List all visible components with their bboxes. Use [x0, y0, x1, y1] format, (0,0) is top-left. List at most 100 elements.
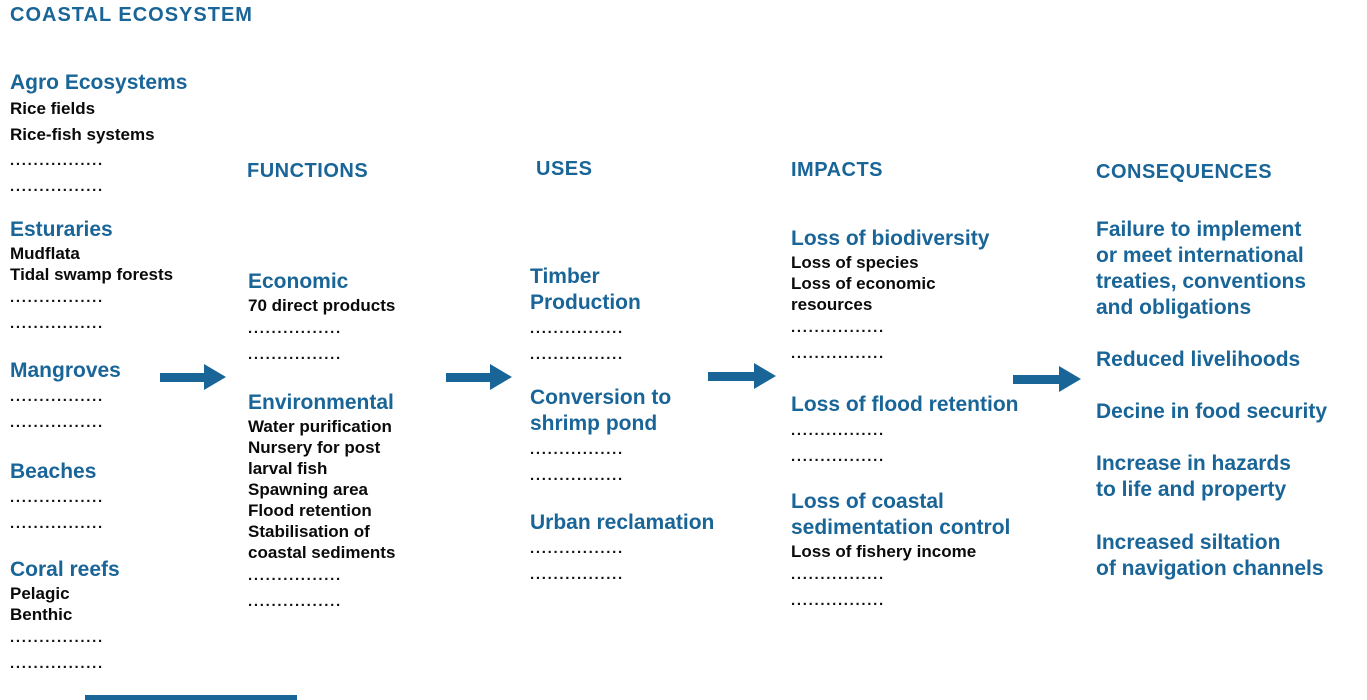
- dotted-placeholder-line: ................: [10, 655, 104, 672]
- block-loss-of-flood-retention: Loss of flood retention.................…: [791, 392, 1018, 470]
- block-heading-line: Reduced livelihoods: [1096, 348, 1301, 371]
- column-header-uses: USES: [536, 158, 593, 180]
- block-heading-line: Mangroves: [10, 359, 121, 382]
- dotted-placeholder-line: ................: [248, 346, 342, 363]
- dotted-placeholder-line: ................: [791, 448, 885, 465]
- block-heading-line: Agro Ecosystems: [10, 71, 188, 94]
- arrow-shaft: [160, 372, 204, 382]
- block-heading-line: Loss of coastal: [791, 490, 944, 513]
- arrow-impacts-to-consequences-icon: [1013, 366, 1081, 392]
- dotted-placeholder-line: ................: [248, 567, 342, 584]
- block-heading-line: sedimentation control: [791, 516, 1011, 539]
- block-heading-line: Urban reclamation: [530, 511, 715, 534]
- block-heading-line: Loss of biodiversity: [791, 227, 990, 250]
- block-heading-line: Increase in hazards: [1096, 452, 1291, 475]
- dotted-placeholder-line: ................: [791, 422, 885, 439]
- dotted-placeholder-line: ................: [10, 515, 104, 532]
- block-heading-line: shrimp pond: [530, 412, 658, 435]
- arrow-head: [1059, 366, 1081, 392]
- dotted-placeholder-line: ................: [791, 319, 885, 336]
- dotted-placeholder-line: ................: [10, 152, 104, 169]
- block-heading-line: Production: [530, 291, 641, 314]
- block-heading-line: of navigation channels: [1096, 557, 1324, 580]
- block-item-line: larval fish: [248, 459, 328, 478]
- dotted-placeholder-line: ................: [10, 414, 104, 431]
- dotted-placeholder-line: ................: [10, 388, 104, 405]
- arrow-head: [204, 364, 226, 390]
- dotted-placeholder-line: ................: [530, 346, 624, 363]
- arrow-ecosystems-to-functions-icon: [160, 364, 226, 390]
- bottom-accent-bar: [85, 695, 297, 700]
- dotted-placeholder-line: ................: [791, 592, 885, 609]
- dotted-placeholder-line: ................: [530, 320, 624, 337]
- arrow-functions-to-uses-icon: [446, 364, 512, 390]
- block-heading-line: Timber: [530, 265, 600, 288]
- block-heading-line: Increased siltation: [1096, 531, 1281, 554]
- block-item-line: coastal sediments: [248, 543, 396, 562]
- column-header-impacts: IMPACTS: [791, 159, 884, 181]
- column-header-functions: FUNCTIONS: [247, 160, 369, 182]
- dotted-placeholder-line: ................: [10, 289, 104, 306]
- dotted-placeholder-line: ................: [10, 315, 104, 332]
- arrow-shaft: [446, 372, 490, 382]
- block-item-line: Water purification: [248, 417, 392, 436]
- dotted-placeholder-line: ................: [248, 593, 342, 610]
- block-increased-siltation: Increased siltation of navigation channel…: [1096, 530, 1324, 582]
- dotted-placeholder-line: ................: [791, 345, 885, 362]
- block-item-line: resources: [791, 295, 873, 314]
- block-item-line: Loss of economic: [791, 274, 936, 293]
- block-heading-line: Beaches: [10, 460, 97, 483]
- block-decline-in-food-security: Decine in food security: [1096, 399, 1327, 425]
- page-title: COASTAL ECOSYSTEM: [10, 4, 253, 26]
- dotted-placeholder-line: ................: [10, 629, 104, 646]
- block-urban-reclamation: Urban reclamation.......................…: [530, 510, 714, 588]
- block-conversion-to-shrimp-pond: Conversion to shrimp pond................…: [530, 385, 671, 489]
- block-heading-line: Environmental: [248, 391, 394, 414]
- dotted-placeholder-line: ................: [530, 566, 624, 583]
- block-item-line: Rice fields: [10, 99, 96, 118]
- block-heading-line: Conversion to: [530, 386, 672, 409]
- dotted-placeholder-line: ................: [530, 441, 624, 458]
- dotted-placeholder-line: ................: [10, 489, 104, 506]
- block-item-line: Flood retention: [248, 501, 372, 520]
- column-header-consequences: CONSEQUENCES: [1096, 161, 1273, 183]
- block-item-line: Nursery for post: [248, 438, 381, 457]
- arrow-shaft: [708, 371, 754, 381]
- block-item-line: 70 direct products: [248, 296, 396, 315]
- block-heading-line: Coral reefs: [10, 558, 120, 581]
- block-heading-line: and obligations: [1096, 296, 1252, 319]
- block-item-line: Tidal swamp forests: [10, 265, 174, 284]
- block-heading-line: Decine in food security: [1096, 400, 1328, 423]
- dotted-placeholder-line: ................: [791, 566, 885, 583]
- arrow-uses-to-impacts-icon: [708, 363, 776, 389]
- block-item-line: Mudflata: [10, 244, 80, 263]
- block-item-line: Loss of species: [791, 253, 919, 272]
- block-heading-line: treaties, conventions: [1096, 270, 1307, 293]
- block-heading-line: Economic: [248, 270, 349, 293]
- dotted-placeholder-line: ................: [248, 320, 342, 337]
- block-item-line: Rice-fish systems: [10, 125, 155, 144]
- arrow-shaft: [1013, 374, 1059, 384]
- block-item-line: Loss of fishery income: [791, 542, 977, 561]
- dotted-placeholder-line: ................: [530, 540, 624, 557]
- dotted-placeholder-line: ................: [530, 467, 624, 484]
- block-item-line: Pelagic: [10, 584, 70, 603]
- block-heading-line: Esturaries: [10, 218, 113, 241]
- block-economic: Economic 70 direct products..............…: [248, 269, 395, 368]
- block-heading-line: or meet international: [1096, 244, 1304, 267]
- arrow-head: [754, 363, 776, 389]
- block-item-line: Benthic: [10, 605, 73, 624]
- block-mangroves: Mangroves...............................…: [10, 358, 121, 436]
- block-item-line: Stabilisation of: [248, 522, 370, 541]
- block-reduced-livelihoods: Reduced livelihoods: [1096, 347, 1300, 373]
